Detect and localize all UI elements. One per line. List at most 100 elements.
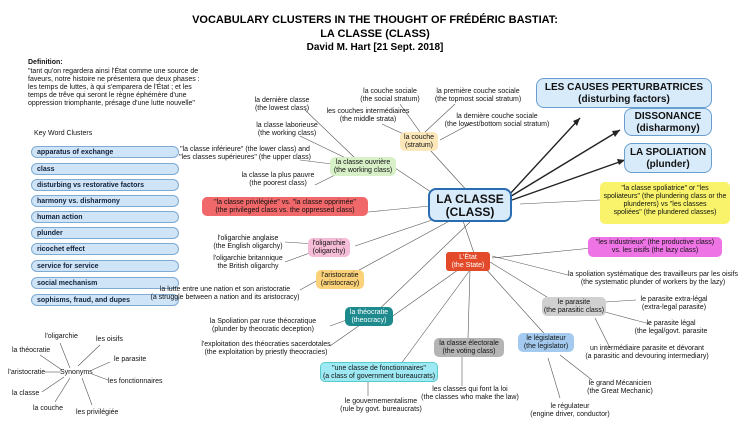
page-subtitle: LA CLASSE (CLASS) <box>320 28 430 40</box>
industrieux-label: "les industrieux" (the productive class) <box>595 239 715 246</box>
dissonance-subtitle: (disharmony) <box>636 123 700 134</box>
definition-line: les temps de luttes, à qui s'emparera de… <box>28 84 192 91</box>
electorale-label: la classe électorale <box>439 340 499 347</box>
legislateur-regulateur: le régulateur(engine driver, conductor) <box>530 403 610 418</box>
parasite-node[interactable]: le parasite (the parasitic class) <box>542 297 606 316</box>
ouvriere-derniere: la dernière classe(the lowest class) <box>254 97 310 112</box>
theocratie-node[interactable]: la théocratie (theocracy) <box>345 307 393 326</box>
parasite-label: le parasite <box>557 299 591 306</box>
dissonance-box[interactable]: DISSONANCE (disharmony) <box>624 108 712 136</box>
spoliatrice-line: spoliateurs" (the plundering class or th… <box>603 193 727 200</box>
ouvriere-pauvre: la classe la plus pauvre(the poorest cla… <box>241 172 315 187</box>
spoliatrice-node[interactable]: "la classe spoliatrice" or "les spoliate… <box>600 182 730 224</box>
synonym-term: les fonctionnaires <box>108 378 163 385</box>
synonyms-center: Synonyms <box>60 369 93 376</box>
fonctionnaires-label: "une classe de fonctionnaires" <box>332 365 426 372</box>
ouvriere-laborieuse: la classe laborieuse(the working class) <box>256 122 318 137</box>
etat-node-label: L'État <box>459 254 477 261</box>
causes-title: LES CAUSES PERTURBATRICES <box>544 82 704 93</box>
synonym-term: le parasite <box>114 356 147 363</box>
dissonance-title: DISSONANCE <box>634 111 702 122</box>
privilegiee-node[interactable]: "la classe privilégiée" vs. "la classe o… <box>202 197 368 216</box>
causes-perturbatrices-box[interactable]: LES CAUSES PERTURBATRICES (disturbing fa… <box>536 78 712 108</box>
legislateur-mecanicien: le grand Mécanicien(the Great Mechanic) <box>587 380 653 395</box>
definition-heading: Definition: <box>28 59 63 66</box>
oligarchie-node[interactable]: l'oligarchie (oligarchy) <box>308 238 350 257</box>
spoliatrice-line: spoliées" (the plundered classes) <box>613 209 717 216</box>
parasite-devorant: un intermédiaire parasite et dévorant(a … <box>585 345 709 360</box>
fonctionnaires-node[interactable]: "une classe de fonctionnaires" (a class … <box>320 362 438 382</box>
aristocratie-sublabel: (aristocracy) <box>320 280 360 287</box>
ouvriere-label: la classe ouvrière <box>335 159 391 166</box>
synonym-term: les privilégiée <box>76 409 119 416</box>
etat-node[interactable]: L'État (the State) <box>446 252 490 271</box>
synonym-term: l'oligarchie <box>45 333 78 340</box>
industrieux-node[interactable]: "les industrieux" (the productive class)… <box>588 237 722 257</box>
spoliation-subtitle: (plunder) <box>646 159 690 170</box>
ouvriere-sublabel: (the working class) <box>333 167 393 174</box>
parasite-sublabel: (the parasitic class) <box>543 307 605 314</box>
cluster-item-sophisms[interactable]: sophisms, fraud, and dupes <box>31 294 179 306</box>
industrieux-sublabel: vs. les oisifs (the lazy class) <box>611 247 699 254</box>
electorale-sublabel: (the voting class) <box>442 348 496 355</box>
cluster-item-human-action[interactable]: human action <box>31 211 179 223</box>
cluster-item-disturbing-factors[interactable]: disturbing vs restorative factors <box>31 179 179 191</box>
theocratie-sublabel: (theocracy) <box>351 317 387 324</box>
couche-label: la couche <box>404 134 434 141</box>
spoliation-box[interactable]: LA SPOLIATION (plunder) <box>624 143 712 173</box>
cluster-item-ricochet-effect[interactable]: ricochet effect <box>31 243 179 255</box>
synonym-term: les oisifs <box>96 336 123 343</box>
synonym-term: la couche <box>33 405 63 412</box>
spoliatrice-line: plunderers) vs "les classes <box>623 201 707 208</box>
definition-line: oppression triomphante, présage d'une lu… <box>28 100 195 107</box>
central-node-title: LA CLASSE <box>436 192 504 206</box>
electorale-node[interactable]: la classe électorale (the voting class) <box>434 338 504 357</box>
ouvriere-node[interactable]: la classe ouvrière (the working class) <box>330 157 396 176</box>
aristocratie-node[interactable]: l'aristocratie (aristocracy) <box>316 270 364 289</box>
couche-derniere: la dernière couche sociale(the lowest/bo… <box>444 113 550 128</box>
page-author: David M. Hart [21 Sept. 2018] <box>306 42 444 53</box>
theocratie-exploitation: l'exploitation des théocraties sacerdota… <box>201 341 331 356</box>
privilegiee-label: "la classe privilégiée" vs. "la classe o… <box>214 199 356 206</box>
cluster-item-social-mechanism[interactable]: social mechanism <box>31 277 179 289</box>
theocratie-label: la théocratie <box>349 309 389 316</box>
parasite-extra: le parasite extra-légal(extra-legal para… <box>640 296 708 311</box>
cluster-item-service-for-service[interactable]: service for service <box>31 260 179 272</box>
theocratie-spoliation: la Spoliation par ruse théocratique(plun… <box>209 318 317 333</box>
definition-line: temps de trêve qui seront le règne éphém… <box>28 92 187 99</box>
cluster-item-apparatus-of-exchange[interactable]: apparatus of exchange <box>31 146 179 158</box>
gouvernementalisme: le gouvernementalisme(rule by govt. bure… <box>340 398 422 413</box>
oligarchie-sublabel: (oligarchy) <box>312 248 346 255</box>
central-node-subtitle: (CLASS) <box>445 205 495 219</box>
oligarchie-label: l'oligarchie <box>312 240 346 247</box>
travailleurs-spoliation: la spoliation systématique des travaille… <box>567 271 739 286</box>
cluster-item-class[interactable]: class <box>31 163 179 175</box>
causes-subtitle: (disturbing factors) <box>578 94 670 105</box>
central-node-la-classe[interactable]: LA CLASSE (CLASS) <box>428 188 512 222</box>
privilegiee-sublabel: (the privileged class vs. the oppressed … <box>215 207 355 214</box>
spoliatrice-line: "la classe spoliatrice" or "les <box>621 185 709 192</box>
synonym-term: la classe <box>12 390 40 397</box>
synonym-term: l'aristocratie <box>8 369 46 376</box>
cluster-item-harmony[interactable]: harmony vs. disharmony <box>31 195 179 207</box>
couche-premiere: la première couche sociale(the topmost s… <box>434 88 522 103</box>
couche-node[interactable]: la couche (stratum) <box>400 132 438 151</box>
ouvriere-inferieure: "la classe inférieure" (the lower class)… <box>179 146 311 161</box>
spoliation-title: LA SPOLIATION <box>629 147 707 158</box>
couche-sociale: la couche sociale(the social stratum) <box>360 88 420 103</box>
synonym-term: la théocratie <box>12 347 51 354</box>
page-title: VOCABULARY CLUSTERS IN THE THOUGHT OF FR… <box>192 14 558 26</box>
legislateur-node[interactable]: le législateur (the legislator) <box>518 333 574 352</box>
cluster-item-plunder[interactable]: plunder <box>31 227 179 239</box>
definition-line: faveurs, notre histoire ne présentera qu… <box>28 76 200 83</box>
etat-node-sublabel: (the State) <box>451 262 485 269</box>
parasite-legal: le parasite légal(the legal/govt. parasi… <box>634 320 708 335</box>
couches-intermediaires: les couches intermédiaires(the middle st… <box>326 108 410 123</box>
couche-sublabel: (stratum) <box>405 142 433 149</box>
electorale-loi: les classes qui font la loi(the classes … <box>421 386 519 401</box>
oligarchie-anglaise: l'oligarchie anglaise(the English oligar… <box>213 235 283 250</box>
fonctionnaires-sublabel: (a class of government bureaucrats) <box>322 373 436 380</box>
legislateur-sublabel: (the legislator) <box>523 343 569 350</box>
legislateur-label: le législateur <box>526 335 566 342</box>
